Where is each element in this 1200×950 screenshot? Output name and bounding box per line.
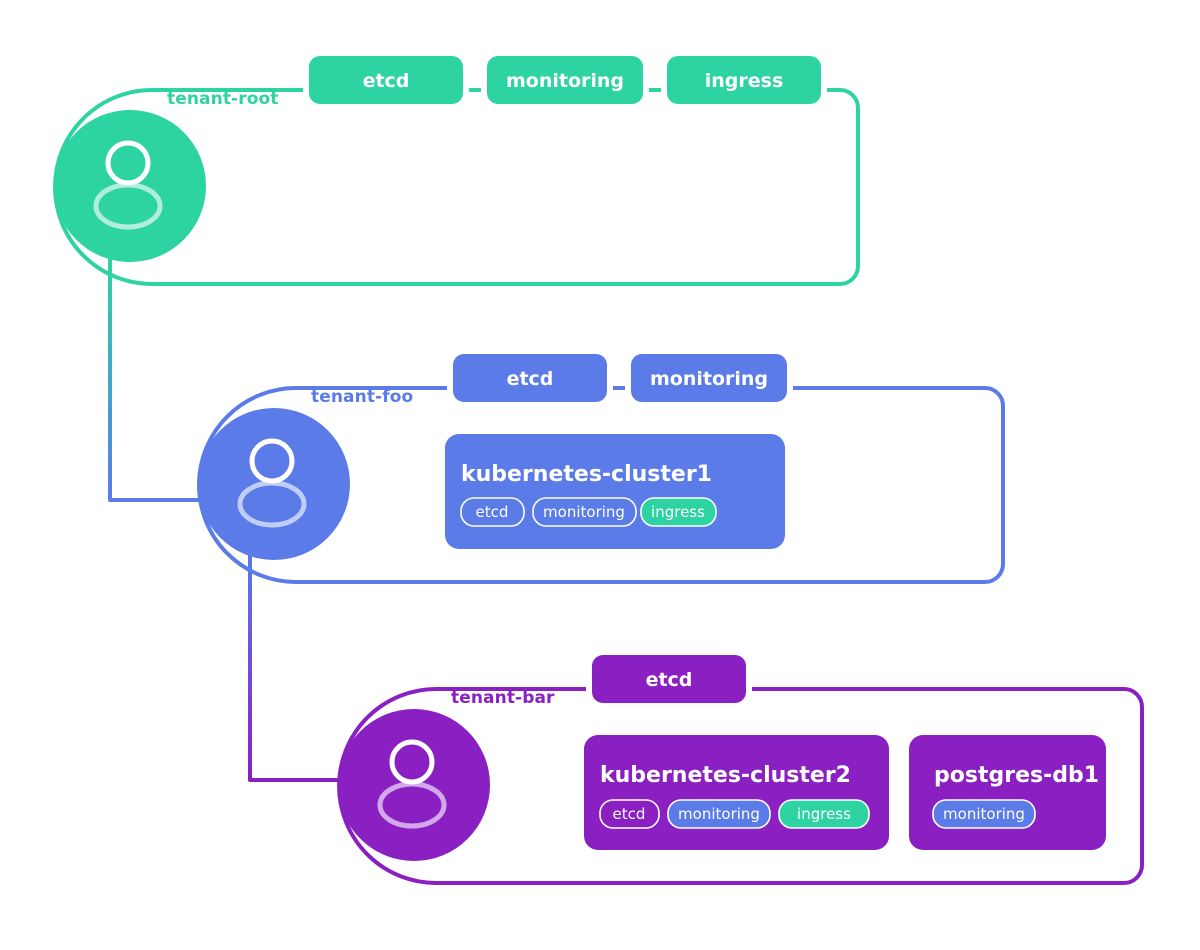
chip-monitoring[interactable]: monitoring [667, 799, 771, 829]
tenant-foo-badge-monitoring[interactable]: monitoring [625, 348, 793, 406]
card-title: kubernetes-cluster1 [461, 462, 712, 487]
tenant-root-container-outline [150, 88, 860, 286]
badge-label: monitoring [506, 70, 624, 92]
card-title: postgres-db1 [934, 763, 1099, 788]
tenant-bar-badge-etcd[interactable]: etcd [586, 649, 752, 707]
tenant-foo-group[interactable]: tenant-foo etcd monitoring kubernetes-cl… [197, 348, 1005, 584]
user-avatar-icon [237, 438, 307, 528]
tenant-root-group[interactable]: tenant-root etcd monitoring ingress [53, 50, 860, 286]
tenant-root-badge-monitoring[interactable]: monitoring [481, 50, 649, 108]
chip-ingress[interactable]: ingress [640, 497, 717, 527]
badge-label: etcd [507, 368, 554, 390]
chip-ingress[interactable]: ingress [778, 799, 870, 829]
tenant-bar-group[interactable]: tenant-bar etcd kubernetes-cluster2 etcd… [337, 649, 1144, 885]
chip-etcd[interactable]: etcd [460, 497, 525, 527]
card-kubernetes-cluster2[interactable]: kubernetes-cluster2 etcd monitoring ingr… [584, 735, 889, 850]
chip-label: ingress [651, 503, 705, 521]
badge-label: etcd [646, 669, 693, 691]
tenant-root-badge-ingress[interactable]: ingress [661, 50, 827, 108]
connector-foo-to-bar [248, 555, 340, 782]
chip-etcd[interactable]: etcd [599, 799, 660, 829]
tenant-foo-label: tenant-foo [311, 387, 413, 407]
chip-label: etcd [613, 805, 646, 823]
card-postgres-db1[interactable]: postgres-db1 monitoring [909, 735, 1106, 850]
tenant-root-badge-etcd[interactable]: etcd [303, 50, 469, 108]
badge-label: monitoring [650, 368, 768, 390]
chip-label: monitoring [678, 805, 760, 823]
chip-label: monitoring [943, 805, 1025, 823]
chip-label: monitoring [543, 503, 625, 521]
chip-label: ingress [797, 805, 851, 823]
tenant-bar-container-outline [434, 687, 1144, 885]
card-kubernetes-cluster1[interactable]: kubernetes-cluster1 etcd monitoring ingr… [445, 434, 785, 549]
chip-label: etcd [476, 503, 509, 521]
user-avatar-icon [93, 140, 163, 230]
chip-monitoring[interactable]: monitoring [932, 799, 1036, 829]
connector-root-to-foo [108, 255, 212, 502]
user-avatar-icon [377, 739, 447, 829]
card-title: kubernetes-cluster2 [600, 763, 851, 788]
badge-label: etcd [363, 70, 410, 92]
chip-monitoring[interactable]: monitoring [532, 497, 637, 527]
tenant-foo-container-outline [294, 386, 1005, 584]
tenant-root-label: tenant-root [167, 89, 278, 109]
badge-label: ingress [705, 70, 784, 92]
tenant-foo-badge-etcd[interactable]: etcd [447, 348, 613, 406]
tenant-bar-label: tenant-bar [451, 688, 555, 708]
